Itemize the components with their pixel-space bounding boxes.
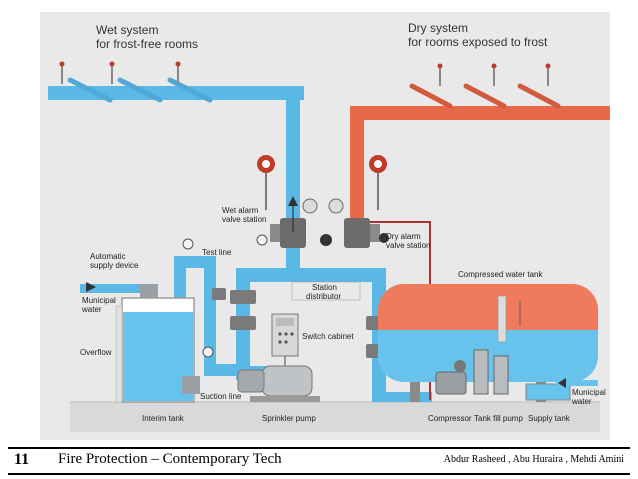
label-compressor: Compressor bbox=[428, 414, 472, 423]
compressor bbox=[435, 360, 467, 395]
label-dry-system: Dry system bbox=[408, 21, 468, 35]
municipal-water-right-inlet bbox=[556, 378, 598, 388]
label-water-right: water bbox=[572, 397, 592, 406]
interim-tank bbox=[115, 284, 200, 403]
compressed-water-tank bbox=[378, 284, 598, 402]
label-interim-tank: Interim tank bbox=[142, 414, 184, 423]
label-supply-tank: Supply tank bbox=[528, 414, 570, 423]
label-overflow: Overflow bbox=[80, 348, 112, 357]
sprinkler-pump bbox=[237, 365, 320, 402]
label-wet-alarm-sub: valve station bbox=[222, 215, 267, 224]
label-supply-device: supply device bbox=[90, 261, 139, 270]
switch-cabinet bbox=[271, 313, 299, 368]
label-wet-alarm: Wet alarm bbox=[222, 206, 259, 215]
label-tank-fill-pump: Tank fill pump bbox=[474, 414, 523, 423]
tank-fill-pump bbox=[473, 349, 509, 395]
label-wet-system: Wet system bbox=[96, 23, 159, 37]
floor-slab bbox=[70, 402, 600, 432]
slide-authors: Abdur Rasheed , Abu Huraira , Mehdi Amin… bbox=[443, 454, 624, 465]
label-switch-cabinet: Switch cabinet bbox=[302, 332, 354, 341]
label-sprinkler-pump: Sprinkler pump bbox=[262, 414, 316, 423]
wet-alarm-valve bbox=[270, 198, 332, 248]
label-test-line: Test line bbox=[202, 248, 232, 257]
label-dry-alarm: Dry alarm bbox=[386, 232, 421, 241]
footer-rule bbox=[8, 447, 630, 475]
label-compressed-tank: Compressed water tank bbox=[458, 270, 543, 279]
label-wet-system-sub: for frost-free rooms bbox=[96, 37, 199, 51]
label-municipal-right: Municipal bbox=[572, 388, 606, 397]
label-station: Station bbox=[312, 283, 337, 292]
label-automatic: Automatic bbox=[90, 252, 126, 261]
label-dry-system-sub: for rooms exposed to frost bbox=[408, 35, 548, 49]
slide-footer: 11 Fire Protection – Contemporary Tech A… bbox=[0, 445, 638, 479]
label-dry-alarm-sub: valve station bbox=[386, 241, 431, 250]
alarm-bell-icon bbox=[369, 155, 387, 210]
slide-title: Fire Protection – Contemporary Tech bbox=[58, 451, 282, 467]
label-municipal-left: Municipal bbox=[82, 296, 116, 305]
alarm-bell-icon bbox=[257, 155, 275, 210]
label-suction-line: Suction line bbox=[200, 392, 242, 401]
supply-tank bbox=[525, 383, 571, 401]
dry-alarm-valve bbox=[328, 198, 389, 248]
slide-number: 11 bbox=[14, 451, 30, 468]
arrow-right-icon bbox=[86, 282, 96, 292]
dry-system-piping bbox=[350, 63, 610, 400]
arrow-up-icon bbox=[288, 196, 298, 206]
label-water-left: water bbox=[82, 305, 102, 314]
label-distributor: distributor bbox=[306, 292, 342, 301]
station-distributor-box bbox=[291, 281, 361, 301]
